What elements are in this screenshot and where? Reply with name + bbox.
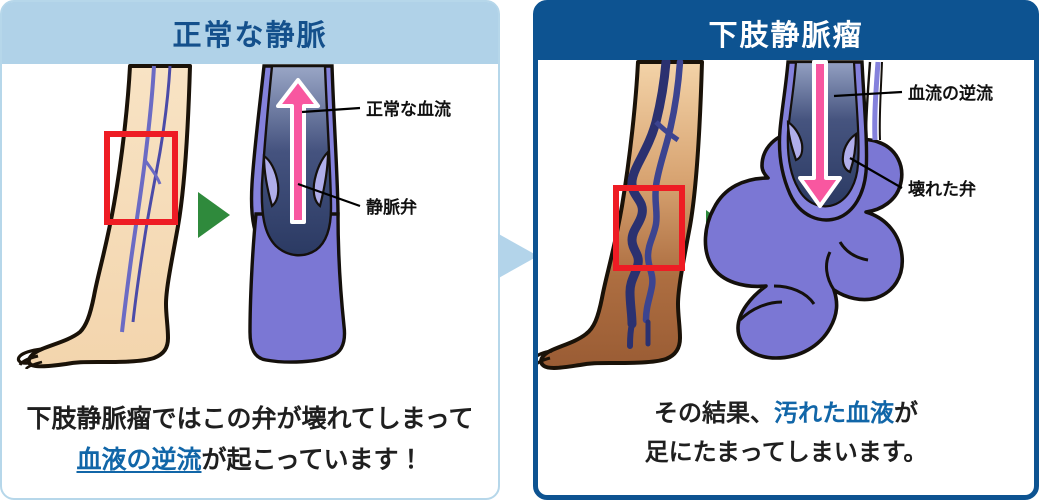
right-arrow-icon — [498, 233, 538, 279]
pink-up-arrow-icon — [276, 78, 320, 224]
panel-right-header: 下肢静脈瘤 — [538, 5, 1034, 60]
varicose-vein-illustration: 血流の逆流 壊れた弁 — [538, 60, 993, 370]
varicose-leg-figure — [538, 60, 704, 370]
caption-left-line2: 血液の逆流が起こっています！ — [2, 440, 498, 481]
caption-right-line1-post: が — [894, 400, 918, 428]
normal-leg-figure — [16, 64, 192, 369]
caption-right-line2: 足にたまってしまいます。 — [644, 439, 928, 467]
panel-left-header: 正常な静脈 — [2, 2, 498, 64]
panel-left-figure: 正常な血流 静脈弁 — [2, 64, 498, 369]
caption-right-line1: その結果、汚れた血液が — [538, 395, 1034, 434]
caption-left-line2-rest: が起こっています！ — [201, 445, 424, 474]
panel-right-figure: 血流の逆流 壊れた弁 — [538, 60, 1034, 370]
leader-line-flow — [301, 106, 361, 114]
caption-right-line1-pre: その結果、 — [654, 400, 774, 428]
leader-line-broken-valve — [849, 157, 903, 189]
normal-vein-illustration: 正常な血流 静脈弁 — [16, 64, 451, 369]
red-highlight-box-icon — [104, 131, 178, 225]
caption-left-line1: 下肢静脈瘤ではこの弁が壊れてしまって — [26, 405, 474, 433]
panel-right-caption: その結果、汚れた血液が 足にたまってしまいます。 — [538, 395, 1034, 473]
caption-left-highlight: 血液の逆流 — [76, 445, 202, 474]
panel-varicose-vein: 下肢静脈瘤 — [533, 0, 1039, 500]
label-broken-valve: 壊れた弁 — [908, 179, 976, 199]
label-normal-flow: 正常な血流 — [366, 99, 451, 119]
caption-right-highlight: 汚れた血液 — [774, 400, 894, 428]
panel-normal-vein: 正常な静脈 — [0, 0, 500, 500]
red-highlight-box-icon — [613, 185, 685, 271]
green-triangle-icon — [198, 192, 230, 238]
vein-cross-section — [248, 64, 347, 364]
label-vein-valve: 静脈弁 — [366, 197, 417, 217]
leader-line-valve — [297, 182, 361, 208]
pink-down-arrow-icon — [798, 60, 842, 208]
label-blood-reflux: 血流の逆流 — [908, 83, 993, 103]
varicose-vein-cross-section — [703, 60, 904, 360]
panel-left-caption: 下肢静脈瘤ではこの弁が壊れてしまって 血液の逆流が起こっています！ — [2, 399, 498, 480]
leader-line-reflux — [833, 90, 903, 98]
